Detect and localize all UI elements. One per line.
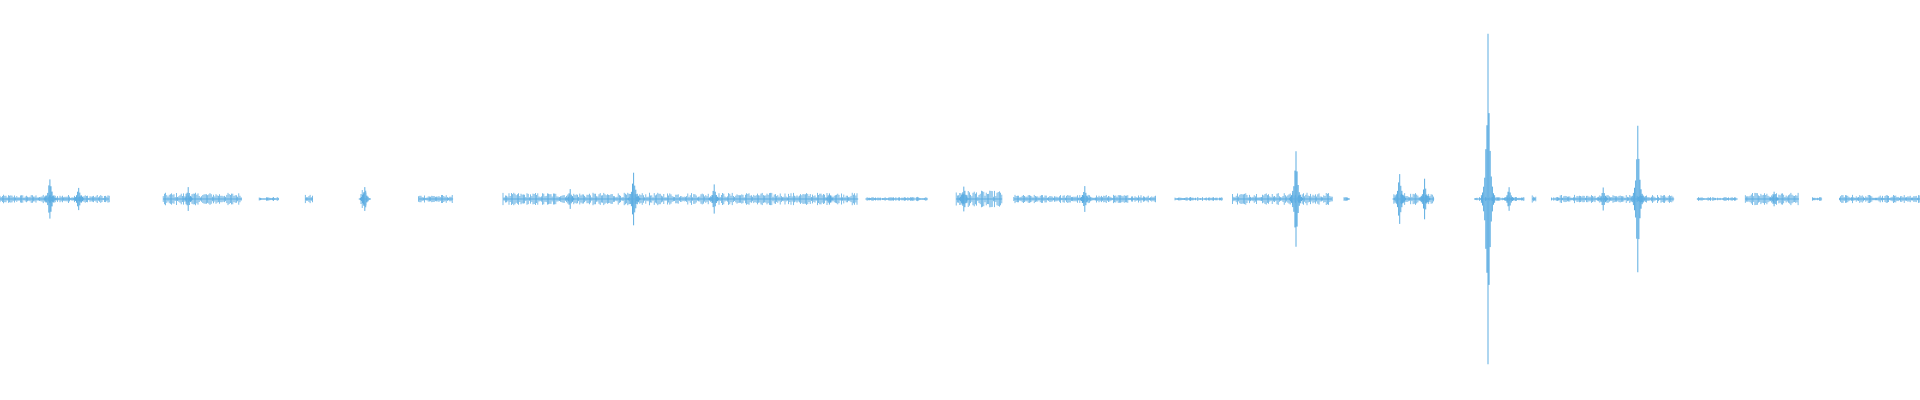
waveform-trace — [0, 33, 1920, 365]
